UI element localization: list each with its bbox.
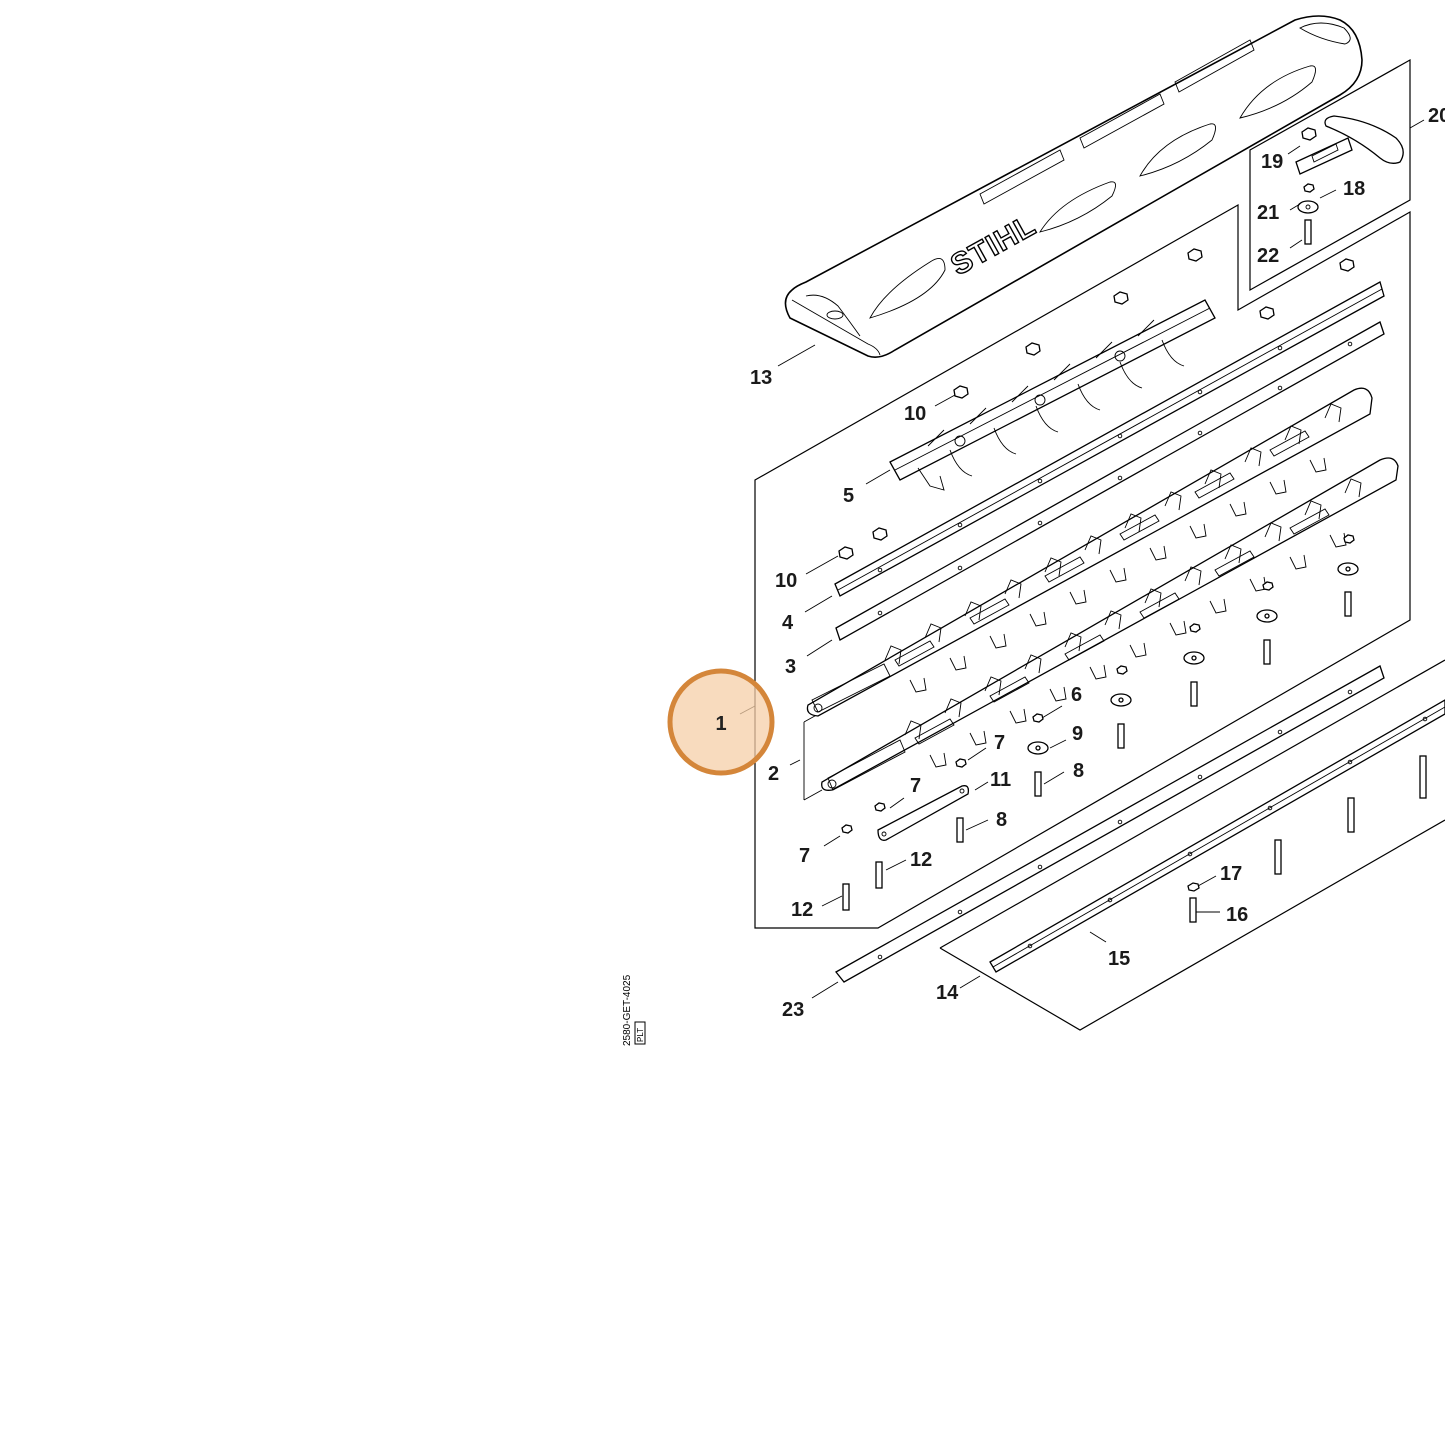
callout-label-12-right[interactable]: 12 [910, 849, 932, 871]
callout-label-2[interactable]: 2 [768, 763, 779, 785]
callout-label-23[interactable]: 23 [782, 999, 804, 1021]
callout-label-20[interactable]: 20 [1428, 105, 1445, 127]
highlight-callout-1[interactable]: 1 [667, 668, 775, 776]
callout-label-11[interactable]: 11 [990, 769, 1011, 791]
spacer-strip [835, 321, 1385, 641]
callout-label-10-top[interactable]: 10 [904, 403, 926, 425]
guide-bar-top [834, 281, 1385, 597]
callout-label-9[interactable]: 9 [1072, 723, 1083, 745]
callout-label-21[interactable]: 21 [1257, 202, 1279, 224]
hex-nuts [838, 127, 1355, 560]
blade-guard-comb [889, 299, 1216, 491]
callout-label-8-right[interactable]: 8 [1073, 760, 1084, 782]
callout-label-17[interactable]: 17 [1220, 863, 1242, 885]
pressure-plate [877, 785, 970, 841]
guide-bar-bottom [835, 665, 1385, 983]
callout-label-6[interactable]: 6 [1071, 684, 1082, 706]
callout-label-7-middle[interactable]: 7 [910, 775, 921, 797]
part-labels: 13 10 5 10 4 3 2 6 9 7 8 7 11 8 7 12 12 … [750, 105, 1445, 1021]
drawing-box-code: PLT [636, 1028, 645, 1042]
washers-and-screws [841, 534, 1359, 911]
callout-label-22[interactable]: 22 [1257, 245, 1279, 267]
callout-label-16[interactable]: 16 [1226, 904, 1248, 926]
bottom-rail [989, 699, 1445, 973]
cutting-blade-lower [821, 457, 1399, 791]
blade-cover-scabbard: STIHL [784, 15, 1363, 358]
callout-label-18[interactable]: 18 [1343, 178, 1365, 200]
callout-label-5[interactable]: 5 [843, 485, 854, 507]
drawing-code-block: 2580-GET-4025 PLT [622, 974, 646, 1046]
panel-main [754, 203, 1411, 929]
callout-label-13[interactable]: 13 [750, 367, 772, 389]
callout-label-7-right[interactable]: 7 [994, 732, 1005, 754]
callout-label-7-left[interactable]: 7 [799, 845, 810, 867]
callout-label-3[interactable]: 3 [785, 656, 796, 678]
cutting-blade-upper [806, 387, 1373, 717]
callout-label-14[interactable]: 14 [936, 982, 959, 1004]
panel-subassembly-2 [803, 711, 823, 801]
panel-bottom-14 [939, 659, 1445, 1031]
callout-label-1: 1 [715, 713, 726, 735]
callout-label-10-bottom[interactable]: 10 [775, 570, 797, 592]
callout-label-15[interactable]: 15 [1108, 948, 1130, 970]
drawing-code: 2580-GET-4025 [622, 974, 633, 1046]
panel-top-right [1249, 58, 1411, 292]
leader-lines [739, 119, 1425, 999]
deflector-subassembly [1295, 115, 1404, 245]
callout-label-8-left[interactable]: 8 [996, 809, 1007, 831]
callout-label-12-left[interactable]: 12 [791, 899, 813, 921]
callout-label-4[interactable]: 4 [782, 612, 794, 634]
callout-label-19[interactable]: 19 [1261, 151, 1283, 173]
